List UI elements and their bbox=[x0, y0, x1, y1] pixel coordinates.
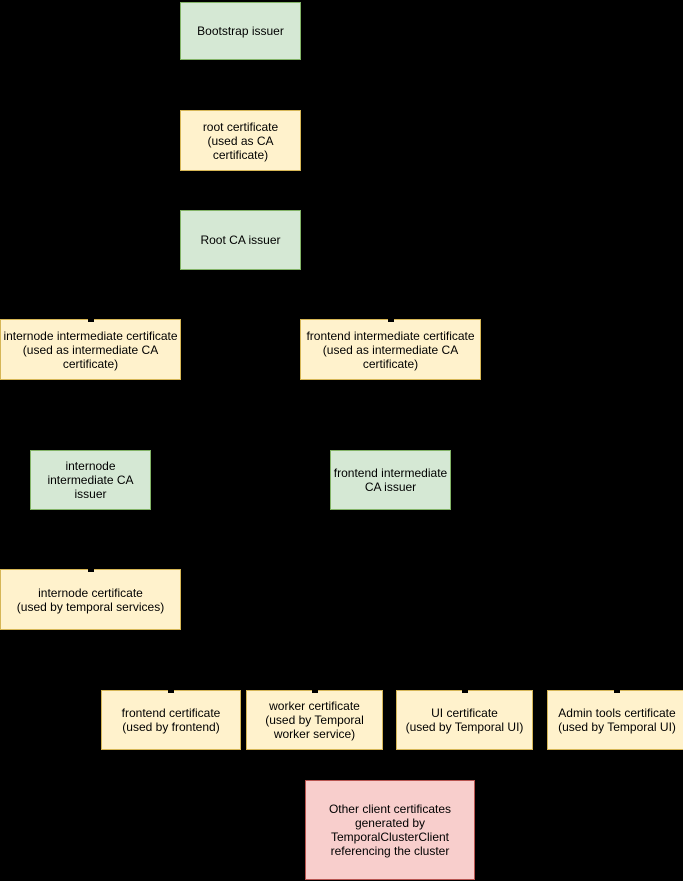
node-frontend-intermediate-certificate: frontend intermediate certificate (used … bbox=[300, 318, 481, 380]
node-label: Admin tools certificate (used by Tempora… bbox=[558, 706, 676, 734]
node-label: Other client certificates generated by T… bbox=[328, 802, 452, 858]
node-label: Root CA issuer bbox=[200, 233, 281, 247]
node-internode-intermediate-certificate: internode intermediate certificate (used… bbox=[0, 318, 181, 380]
node-label: internode intermediate CA issuer bbox=[47, 459, 134, 501]
node-label: frontend intermediate certificate (used … bbox=[306, 328, 475, 371]
node-label: frontend certificate (used by frontend) bbox=[121, 706, 221, 734]
node-label: UI certificate (used by Temporal UI) bbox=[405, 706, 524, 734]
node-internode-intermediate-ca-issuer: internode intermediate CA issuer bbox=[30, 450, 151, 510]
node-label: worker certificate (used by Temporal wor… bbox=[265, 699, 364, 741]
node-bootstrap-issuer: Bootstrap issuer bbox=[180, 2, 301, 60]
node-frontend-certificate: frontend certificate (used by frontend) bbox=[101, 689, 241, 750]
node-label: Bootstrap issuer bbox=[197, 24, 284, 38]
node-frontend-intermediate-ca-issuer: frontend intermediate CA issuer bbox=[330, 450, 451, 510]
arrowhead-notch bbox=[311, 689, 318, 693]
arrowhead-notch bbox=[461, 689, 468, 693]
arrowhead-notch bbox=[87, 568, 94, 572]
arrowhead-notch bbox=[387, 318, 394, 322]
arrowhead-notch bbox=[614, 689, 620, 693]
node-other-client-certificates: Other client certificates generated by T… bbox=[305, 780, 475, 880]
node-root-certificate: root certificate (used as CA certificate… bbox=[180, 110, 301, 171]
node-root-ca-issuer: Root CA issuer bbox=[180, 210, 301, 270]
node-ui-certificate: UI certificate (used by Temporal UI) bbox=[396, 689, 533, 750]
node-label: internode intermediate certificate (used… bbox=[3, 328, 178, 371]
arrowhead-notch bbox=[87, 318, 94, 322]
node-label: frontend intermediate CA issuer bbox=[333, 466, 448, 494]
node-internode-certificate: internode certificate (used by temporal … bbox=[0, 568, 181, 630]
node-worker-certificate: worker certificate (used by Temporal wor… bbox=[246, 689, 383, 750]
arrowhead-notch bbox=[168, 689, 174, 693]
node-label: root certificate (used as CA certificate… bbox=[202, 119, 279, 162]
node-admin-tools-certificate: Admin tools certificate (used by Tempora… bbox=[547, 689, 683, 750]
node-label: internode certificate (used by temporal … bbox=[16, 585, 165, 614]
